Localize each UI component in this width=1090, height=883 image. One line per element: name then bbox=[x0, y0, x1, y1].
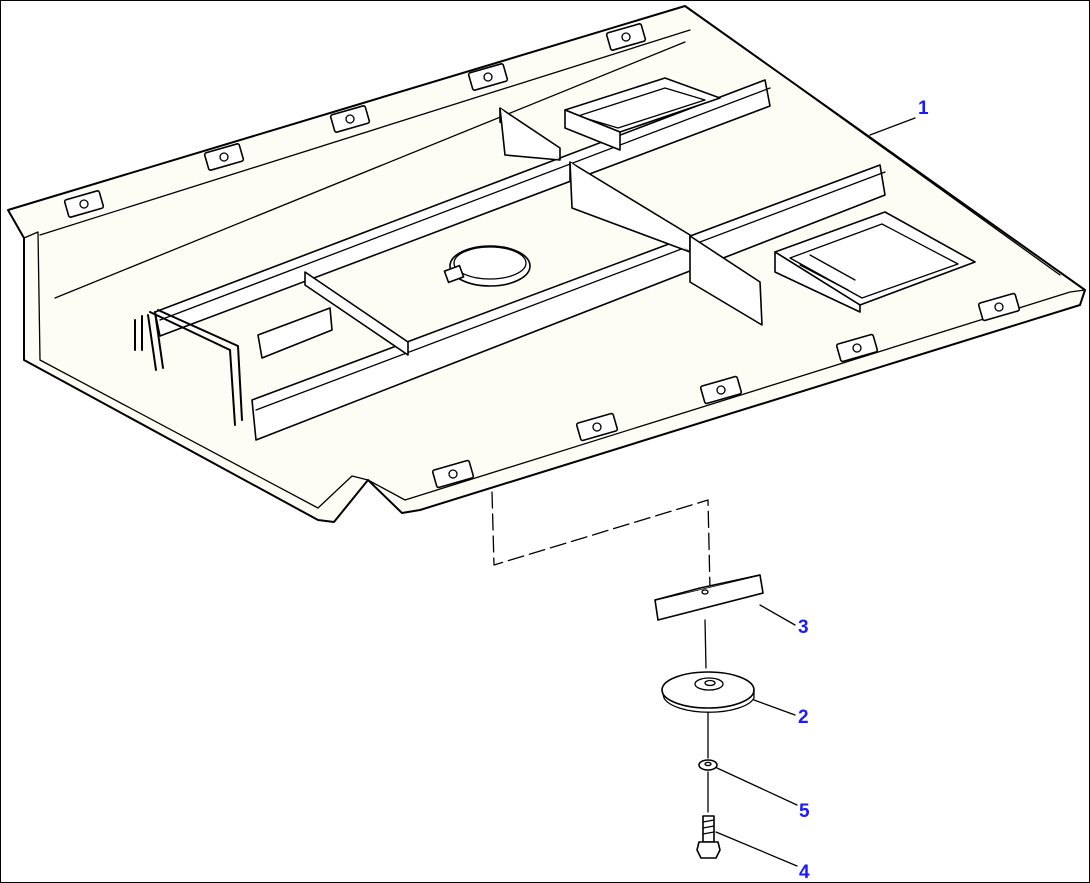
plate-front-bend-right bbox=[367, 289, 1086, 501]
leader-1 bbox=[869, 117, 916, 136]
washer-disc-icon bbox=[661, 671, 755, 713]
pad bbox=[467, 63, 509, 91]
lock-washer-icon bbox=[698, 759, 718, 771]
hose-clamp-icon bbox=[443, 245, 531, 287]
bracket-icon bbox=[564, 77, 976, 313]
pad bbox=[329, 105, 371, 133]
pad bbox=[63, 190, 105, 218]
callout-4: 4 bbox=[799, 862, 810, 883]
plate-back-fold-2 bbox=[54, 41, 686, 299]
inner-rail-stub bbox=[257, 307, 333, 359]
cross-member bbox=[304, 271, 409, 356]
handle-icon bbox=[134, 309, 243, 426]
plate-flange-left bbox=[23, 231, 41, 361]
pad bbox=[203, 143, 245, 171]
callout-1: 1 bbox=[918, 98, 929, 119]
pad bbox=[431, 459, 475, 489]
pad-row-front bbox=[431, 292, 1021, 489]
callout-2: 2 bbox=[798, 707, 809, 728]
plate-edge-left bbox=[7, 209, 25, 239]
assembly-centerline bbox=[704, 619, 707, 669]
callout-3: 3 bbox=[798, 617, 809, 638]
assembly-centerline bbox=[491, 491, 711, 591]
leader-5 bbox=[716, 767, 798, 806]
bolt-icon bbox=[696, 815, 721, 859]
plate-back-fold-1 bbox=[39, 29, 691, 236]
pad bbox=[605, 23, 647, 51]
pad-row-back bbox=[63, 23, 647, 218]
cross-member-edge bbox=[569, 161, 691, 253]
pad bbox=[977, 292, 1021, 322]
pad bbox=[835, 333, 879, 363]
cross-member-block bbox=[689, 235, 763, 326]
pad bbox=[575, 412, 619, 442]
leader-2 bbox=[753, 699, 796, 716]
plate-front-bend bbox=[39, 359, 369, 509]
spacer-block-icon bbox=[654, 574, 764, 621]
leader-3 bbox=[759, 604, 796, 626]
leader-4 bbox=[715, 831, 798, 867]
pad bbox=[699, 375, 743, 405]
cross-member-edge bbox=[499, 107, 561, 161]
plate-assembly-icon bbox=[7, 5, 1086, 523]
callout-5: 5 bbox=[799, 801, 810, 822]
plate-right-fold bbox=[799, 87, 1061, 276]
